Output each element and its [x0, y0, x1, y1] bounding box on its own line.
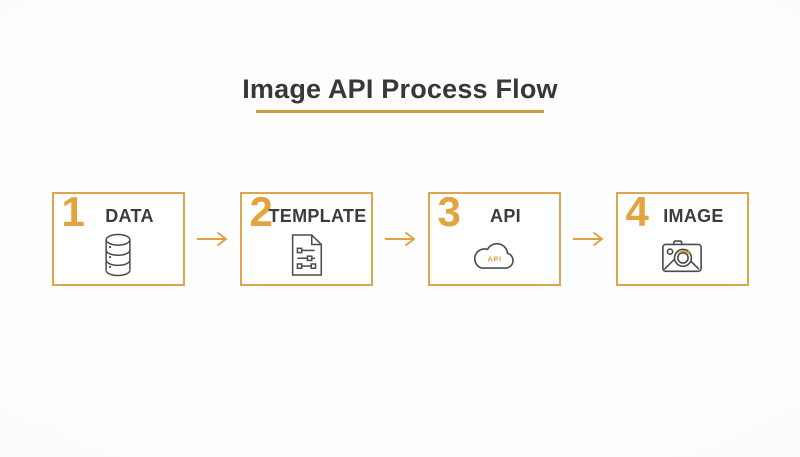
step-number: 4 — [625, 188, 649, 235]
flow-connector — [561, 228, 616, 250]
arrow-right-icon — [573, 231, 604, 247]
flow-connector — [185, 228, 240, 250]
step-box-template: 2 TEMPLATE — [239, 188, 373, 286]
process-flow: 1 DATA — [0, 188, 800, 286]
flow-connector — [373, 228, 428, 250]
step-label: IMAGE — [663, 206, 724, 226]
step-number: 1 — [61, 188, 85, 235]
step-box-data: 1 DATA — [51, 188, 185, 286]
step-number: 2 — [249, 188, 273, 235]
step-number: 3 — [437, 188, 461, 235]
page-title: Image API Process Flow — [242, 74, 558, 104]
title-underline — [256, 110, 544, 114]
database-icon — [54, 226, 183, 284]
cloud-api-text: API — [487, 255, 501, 264]
step-label: DATA — [105, 206, 154, 226]
step-label: TEMPLATE — [268, 206, 367, 226]
arrow-right-icon — [197, 231, 228, 247]
title-block: Image API Process Flow — [0, 74, 800, 114]
step-box-api: 3 API API — [427, 188, 561, 286]
step-label: API — [490, 206, 521, 226]
arrow-right-icon — [385, 231, 416, 247]
camera-icon — [618, 226, 747, 284]
cloud-icon: API — [430, 226, 559, 284]
template-document-icon — [242, 226, 371, 284]
step-box-image: 4 IMAGE — [615, 188, 749, 286]
